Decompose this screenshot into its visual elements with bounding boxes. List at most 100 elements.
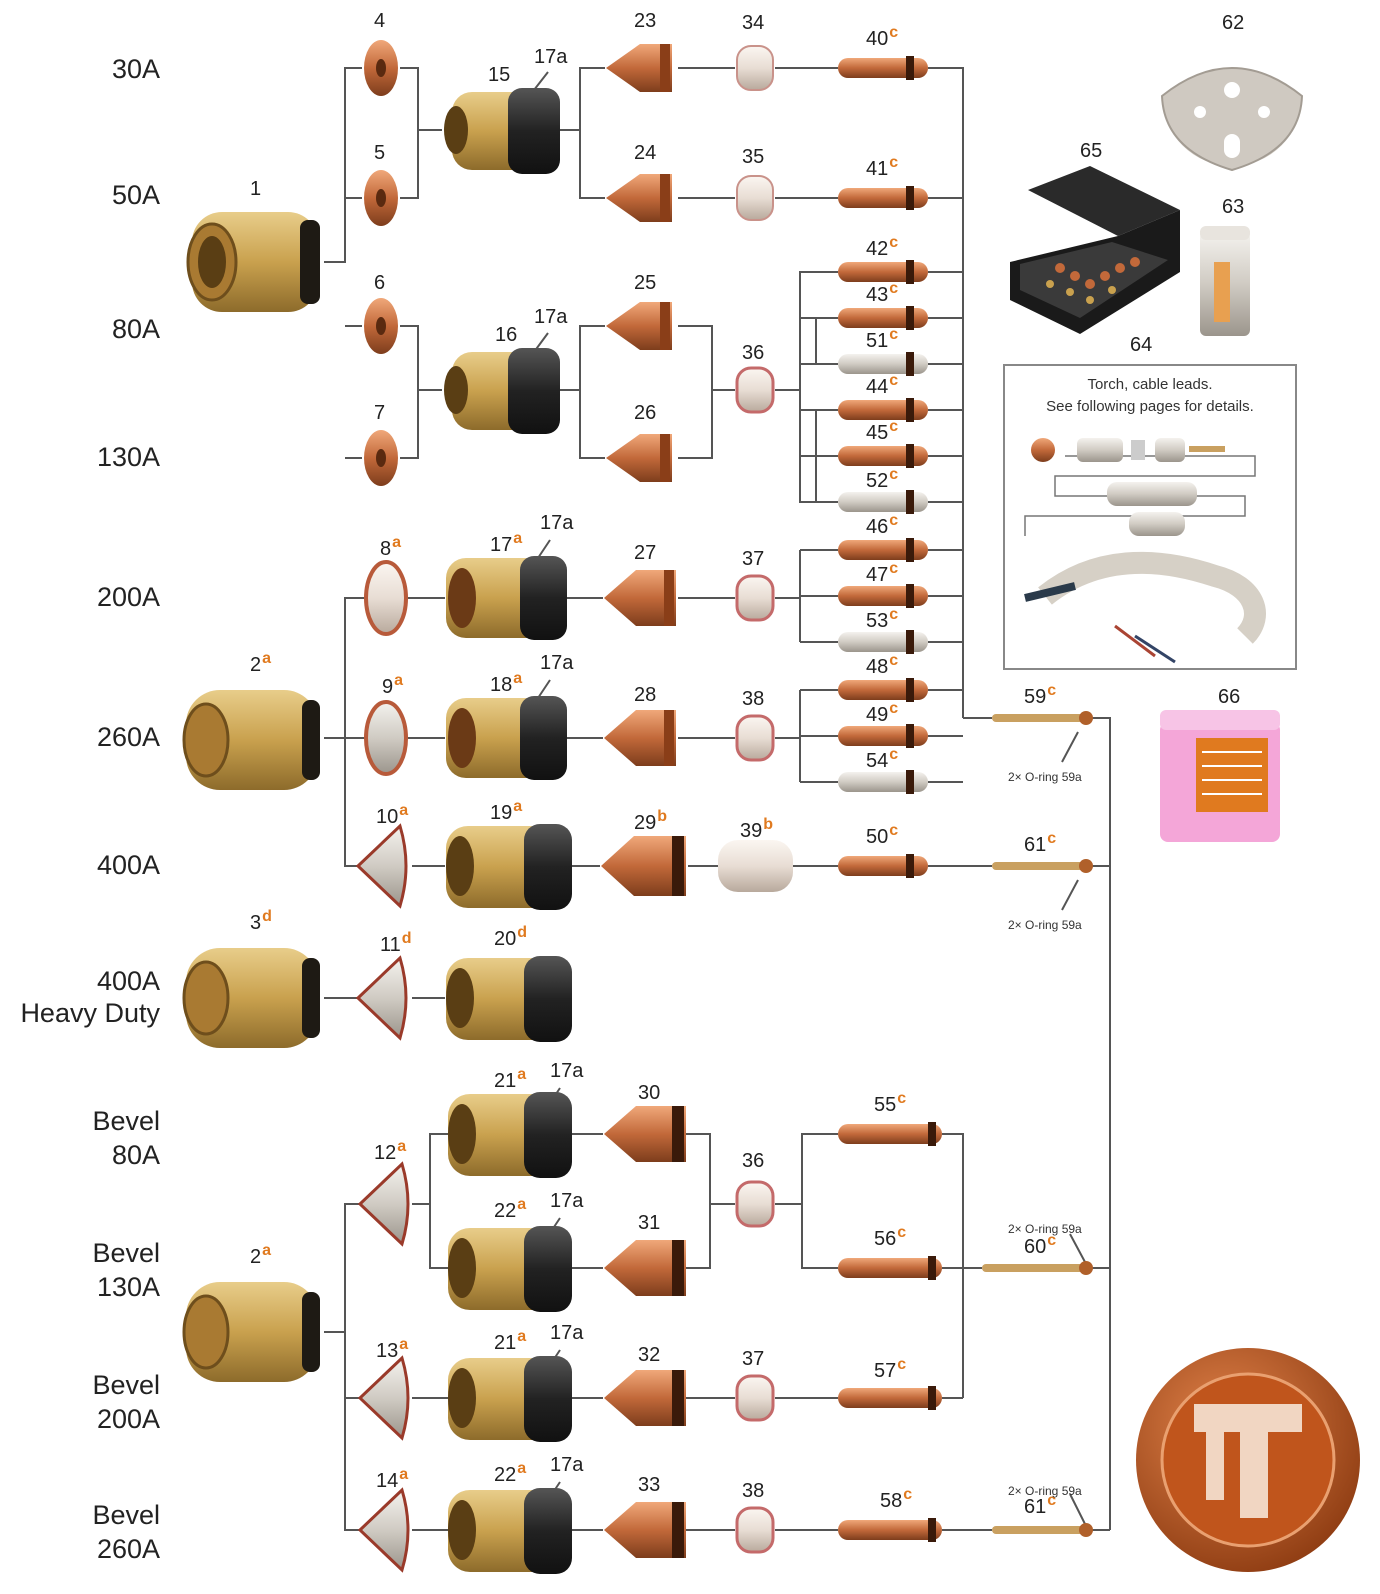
part-number: 17a [550, 1454, 583, 1477]
nozzle-29 [601, 836, 686, 896]
swirl-ring-39 [718, 840, 793, 892]
part-number: 13a [376, 1340, 408, 1363]
shield-14 [360, 1490, 408, 1570]
electrode-46 [838, 538, 928, 562]
part-number: 18a [490, 674, 522, 697]
part-number: 28 [634, 684, 656, 707]
nozzle-26 [606, 434, 672, 482]
part-number: 2a [250, 1246, 271, 1269]
electrode-54 [838, 770, 928, 794]
swirl-ring-37-bevel [737, 1376, 773, 1420]
container-63 [1200, 226, 1250, 336]
row-label-bevel-200a-1: Bevel [40, 1368, 160, 1402]
water-tube-61 [992, 859, 1093, 873]
part-number: 1 [250, 178, 261, 201]
part-number: 61c [1024, 834, 1056, 857]
nozzle-30 [604, 1106, 686, 1162]
swirl-ring-36-bevel [737, 1182, 773, 1226]
nozzle-24 [606, 174, 672, 222]
swirl-ring-36 [737, 368, 773, 412]
part-number: 10a [376, 806, 408, 829]
row-label-30a: 30A [70, 52, 160, 86]
shield-cap-20 [446, 956, 572, 1042]
water-tube-59 [992, 711, 1093, 725]
nozzle-23 [606, 44, 672, 92]
electrode-53 [838, 630, 928, 654]
part-number: 12a [374, 1142, 406, 1165]
shield-10 [358, 826, 406, 906]
part-number: 48c [866, 656, 898, 679]
shield-11 [358, 958, 406, 1038]
part-number: 33 [638, 1474, 660, 1497]
part-number: 14a [376, 1470, 408, 1493]
part-number: 8a [380, 538, 401, 561]
part-number: 63 [1222, 196, 1244, 219]
part-number: 36 [742, 342, 764, 365]
shield-cap-21 [448, 1092, 572, 1178]
row-label-260a: 260A [60, 720, 160, 754]
part-number: 3d [250, 912, 272, 935]
shield-6 [364, 298, 398, 354]
electrode-48 [838, 678, 928, 702]
electrode-40 [838, 56, 928, 80]
part-number: 17a [534, 306, 567, 329]
row-label-400a: 400A [60, 848, 160, 882]
part-number: 25 [634, 272, 656, 295]
row-label-bevel-260a-1: Bevel [40, 1498, 160, 1532]
nozzle-33 [604, 1502, 686, 1558]
part-number: 17a [550, 1322, 583, 1345]
part-number: 50c [866, 826, 898, 849]
part-number: 60c [1024, 1236, 1056, 1259]
nozzle-28 [604, 710, 676, 766]
electrode-56 [838, 1256, 942, 1280]
electrode-52 [838, 490, 928, 514]
part-number: 44c [866, 376, 898, 399]
shield-cap-21-bevel [448, 1356, 572, 1442]
part-number: 5 [374, 142, 385, 165]
row-label-130a: 130A [60, 440, 160, 474]
shield-cap-19 [446, 824, 572, 910]
part-number: 61c [1024, 1496, 1056, 1519]
nozzle-25 [606, 302, 672, 350]
shield-12 [360, 1164, 408, 1244]
electrode-51 [838, 352, 928, 376]
part-number: 64 [1130, 334, 1152, 357]
electrode-50 [838, 854, 928, 878]
part-number: 6 [374, 272, 385, 295]
row-label-50a: 50A [70, 178, 160, 212]
part-number: 2a [250, 654, 271, 677]
row-label-200a: 200A [60, 580, 160, 614]
part-number: 37 [742, 1348, 764, 1371]
part-number: 4 [374, 10, 385, 33]
info-line-2: See following pages for details. [1005, 398, 1295, 415]
part-number: 7 [374, 402, 385, 425]
oring-note: 2× O-ring 59a [1008, 1484, 1082, 1498]
part-number: 43c [866, 284, 898, 307]
row-label-bevel-130a-2: 130A [40, 1270, 160, 1304]
part-number: 45c [866, 422, 898, 445]
torch-cable-info-box: Torch, cable leads. See following pages … [1003, 364, 1297, 670]
part-number: 9a [382, 676, 403, 699]
water-tube-60 [982, 1261, 1093, 1275]
part-number: 55c [874, 1094, 906, 1117]
part-number: 16 [495, 324, 517, 347]
nozzle-27 [604, 570, 676, 626]
row-label-400a-hd: 400A [40, 964, 160, 998]
shield-cap-22 [448, 1226, 572, 1312]
part-number: 56c [874, 1228, 906, 1251]
row-label-bevel-130a-1: Bevel [40, 1236, 160, 1270]
part-number: 22a [494, 1200, 526, 1223]
oring-note: 2× O-ring 59a [1008, 1222, 1082, 1236]
part-number: 17a [534, 46, 567, 69]
part-number: 15 [488, 64, 510, 87]
row-label-bevel-200a-2: 200A [40, 1402, 160, 1436]
part-number: 23 [634, 10, 656, 33]
shield-cap-18 [446, 696, 567, 780]
part-number: 54c [866, 750, 898, 773]
part-number: 32 [638, 1344, 660, 1367]
part-number: 42c [866, 238, 898, 261]
part-number: 65 [1080, 140, 1102, 163]
tool-case-65 [1010, 166, 1180, 334]
part-number: 51c [866, 330, 898, 353]
